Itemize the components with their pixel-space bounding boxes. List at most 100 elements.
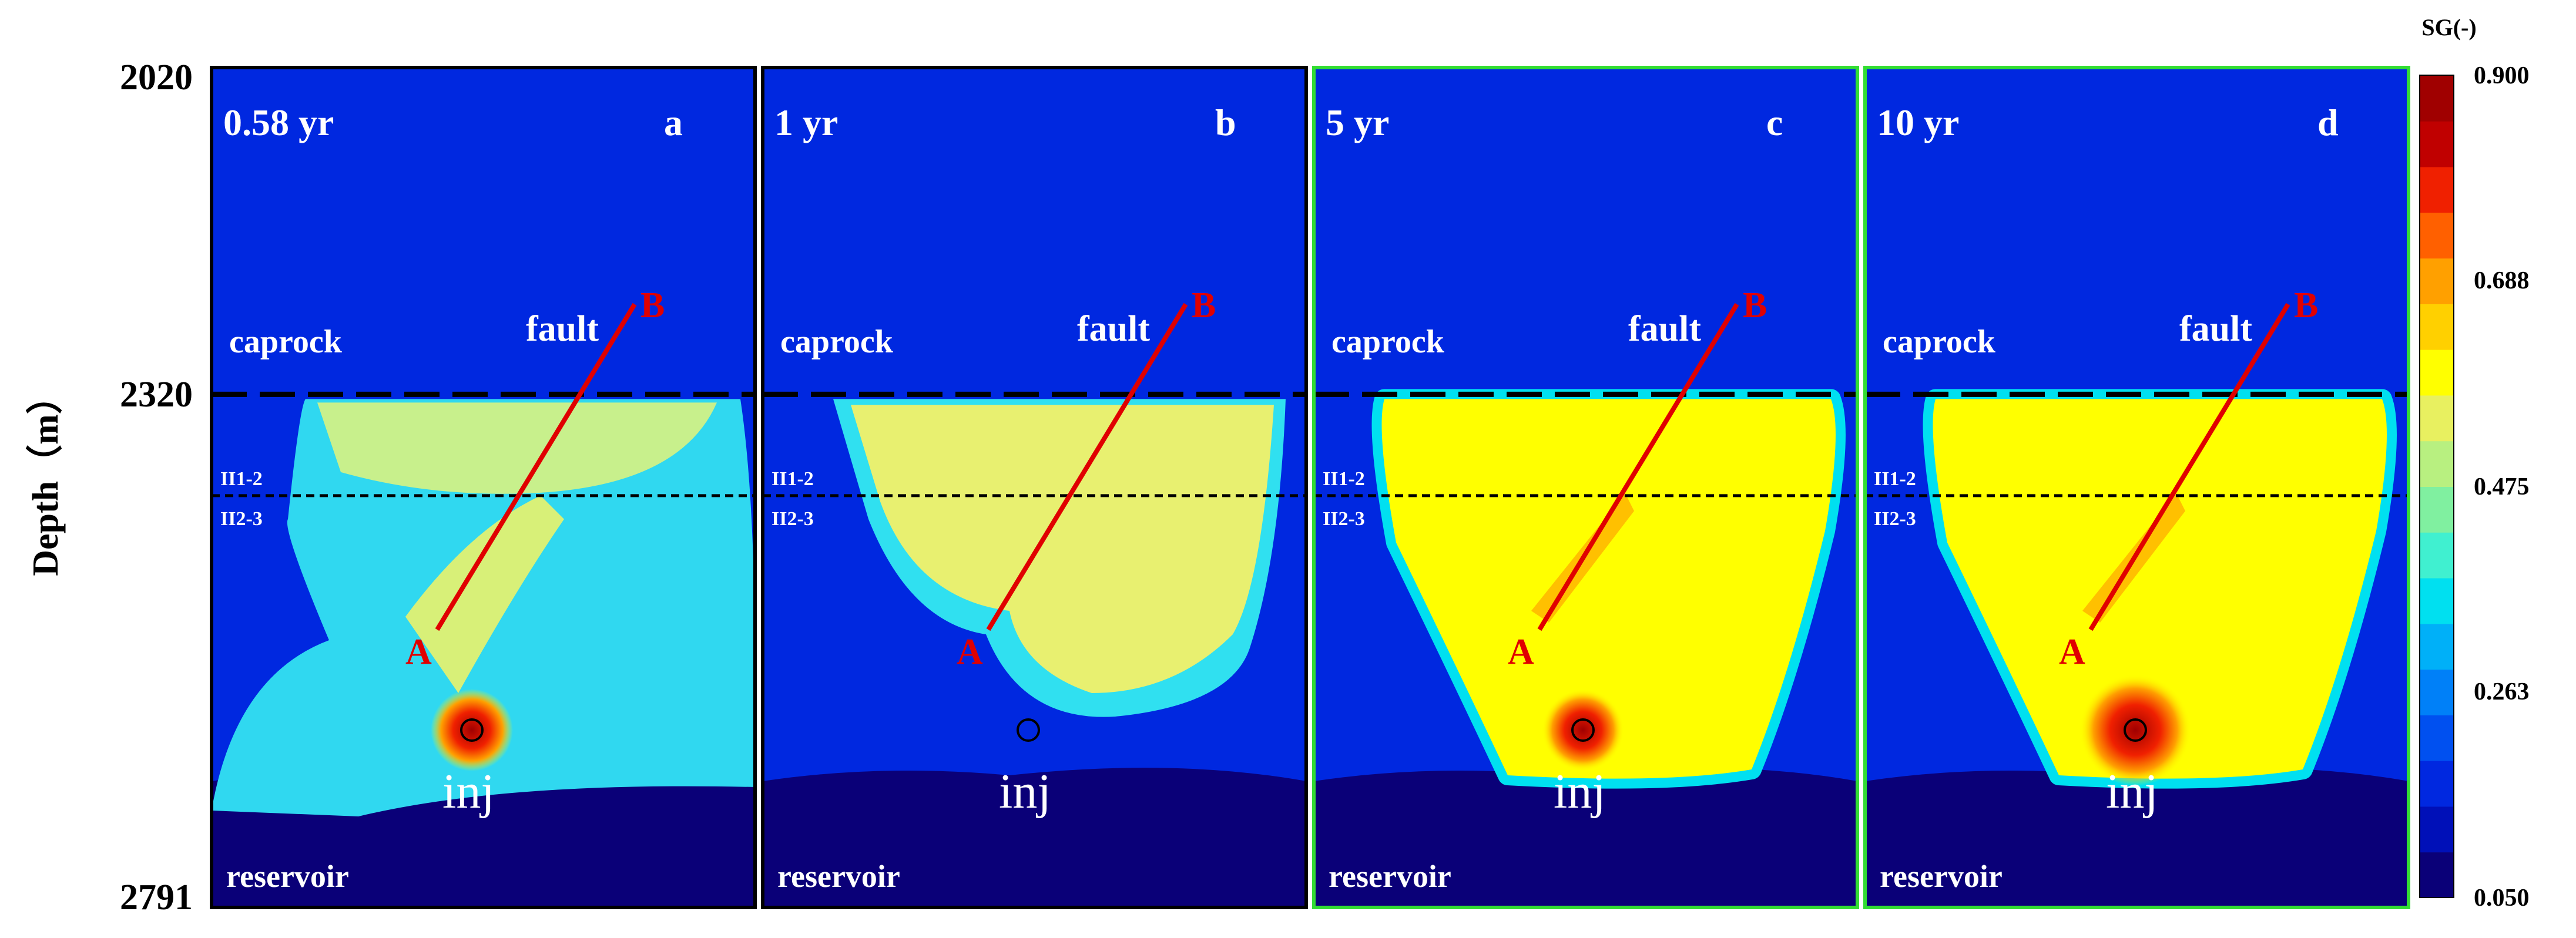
reservoir-label: reservoir bbox=[226, 859, 349, 894]
layer-lower-label: II2-3 bbox=[1874, 508, 1916, 530]
panel-letter: a bbox=[664, 102, 683, 143]
fault-start-label: A bbox=[957, 632, 983, 672]
colorbar-segment bbox=[2420, 714, 2454, 761]
colorbar-segment bbox=[2420, 486, 2454, 533]
colorbar-title: SG(-) bbox=[2421, 14, 2476, 41]
colorbar-segment bbox=[2420, 212, 2454, 259]
layer-lower-label: II2-3 bbox=[1323, 508, 1365, 530]
colorbar-tick-label: 0.050 bbox=[2474, 885, 2530, 912]
reservoir-label: reservoir bbox=[1329, 859, 1451, 894]
fault-start-label: A bbox=[405, 632, 432, 672]
colorbar-segment bbox=[2420, 75, 2454, 122]
layer-upper-label: II1-2 bbox=[220, 468, 263, 490]
fault-start-label: A bbox=[1508, 632, 1534, 672]
caprock-label: caprock bbox=[1331, 324, 1445, 360]
colorbar-tick-label: 0.688 bbox=[2474, 267, 2530, 294]
injection-hotspot bbox=[1542, 689, 1624, 771]
fault-start-label: A bbox=[2059, 632, 2085, 672]
plume-core bbox=[1381, 399, 1836, 779]
fault-line bbox=[2088, 302, 2290, 631]
colorbar-segment bbox=[2420, 806, 2454, 853]
injection-well-marker bbox=[2124, 718, 2147, 742]
fault-line bbox=[986, 302, 1188, 631]
plume-core bbox=[1933, 399, 2387, 779]
fault-end-label: B bbox=[2294, 285, 2318, 325]
colorbar-segment bbox=[2420, 395, 2454, 442]
deep-zone bbox=[1314, 768, 1857, 907]
deep-zone bbox=[1865, 768, 2409, 907]
colorbar: SG(-) 0.900 0.688 0.475 0.263 0.050 bbox=[2419, 14, 2530, 912]
fault-end-label: B bbox=[1192, 285, 1216, 325]
fault-line bbox=[435, 302, 637, 631]
fault-end-label: B bbox=[640, 285, 665, 325]
colorbar-segment bbox=[2420, 852, 2454, 898]
colorbar-segment bbox=[2420, 623, 2454, 670]
fault-label: fault bbox=[1628, 309, 1701, 349]
panel-border bbox=[210, 66, 757, 909]
colorbar-segment bbox=[2420, 120, 2454, 167]
colorbar-segment bbox=[2420, 577, 2454, 624]
layer-lower-label: II2-3 bbox=[772, 508, 814, 530]
caprock-label: caprock bbox=[780, 324, 894, 360]
injection-well-marker bbox=[460, 718, 484, 742]
colorbar-tick-label: 0.263 bbox=[2474, 678, 2530, 705]
y-tick-label: 2320 bbox=[120, 375, 193, 415]
fault-end-label: B bbox=[1743, 285, 1767, 325]
reservoir-label: reservoir bbox=[777, 859, 900, 894]
y-axis: 2020 2320 2791 Depth（m） bbox=[25, 58, 193, 917]
plume-core bbox=[851, 405, 1274, 693]
panel-letter: c bbox=[1766, 102, 1783, 143]
deep-zone bbox=[763, 768, 1306, 907]
plume-core bbox=[317, 402, 717, 494]
panel-letter: b bbox=[1215, 102, 1236, 143]
colorbar-segment bbox=[2420, 532, 2454, 579]
injection-well-marker bbox=[1017, 718, 1040, 742]
y-tick-label: 2020 bbox=[120, 58, 193, 98]
injection-label: inj bbox=[1554, 764, 1606, 819]
panel-time: 10 yr bbox=[1877, 102, 1959, 143]
panel-letter: d bbox=[2317, 102, 2339, 143]
layer-lower-label: II2-3 bbox=[220, 508, 263, 530]
colorbar-segment bbox=[2420, 669, 2454, 715]
layer-upper-label: II1-2 bbox=[772, 468, 814, 490]
layer-upper-label: II1-2 bbox=[1874, 468, 1916, 490]
layer-upper-label: II1-2 bbox=[1323, 468, 1365, 490]
panel-border bbox=[1312, 66, 1859, 909]
reservoir-label: reservoir bbox=[1880, 859, 2003, 894]
colorbar-tick-label: 0.475 bbox=[2474, 473, 2530, 500]
injection-well-marker bbox=[1571, 718, 1595, 742]
injection-hotspot bbox=[431, 689, 513, 771]
fault-label: fault bbox=[1077, 309, 1150, 349]
colorbar-segment bbox=[2420, 303, 2454, 350]
injection-label: inj bbox=[999, 764, 1051, 819]
injection-label: inj bbox=[2106, 764, 2158, 819]
colorbar-segment bbox=[2420, 760, 2454, 807]
panel-time: 5 yr bbox=[1326, 102, 1389, 143]
colorbar-segment bbox=[2420, 258, 2454, 304]
panel-border bbox=[761, 66, 1308, 909]
panel-time: 1 yr bbox=[774, 102, 838, 143]
injection-label: inj bbox=[442, 764, 495, 819]
colorbar-segment bbox=[2420, 441, 2454, 487]
colorbar-segment bbox=[2420, 166, 2454, 213]
y-axis-label: Depth（m） bbox=[25, 378, 66, 576]
fault-label: fault bbox=[2179, 309, 2252, 349]
colorbar-frame bbox=[2419, 75, 2454, 898]
fault-label: fault bbox=[526, 309, 599, 349]
injection-hotspot bbox=[2079, 674, 2191, 786]
colorbar-segment bbox=[2420, 349, 2454, 396]
colorbar-tick-label: 0.900 bbox=[2474, 62, 2530, 89]
caprock-label: caprock bbox=[229, 324, 343, 360]
panel-border bbox=[1863, 66, 2410, 909]
panel-time: 0.58 yr bbox=[223, 102, 334, 143]
y-tick-label: 2791 bbox=[120, 878, 193, 917]
fault-line bbox=[1537, 302, 1739, 631]
fault-streak bbox=[405, 495, 564, 693]
caprock-label: caprock bbox=[1883, 324, 1996, 360]
